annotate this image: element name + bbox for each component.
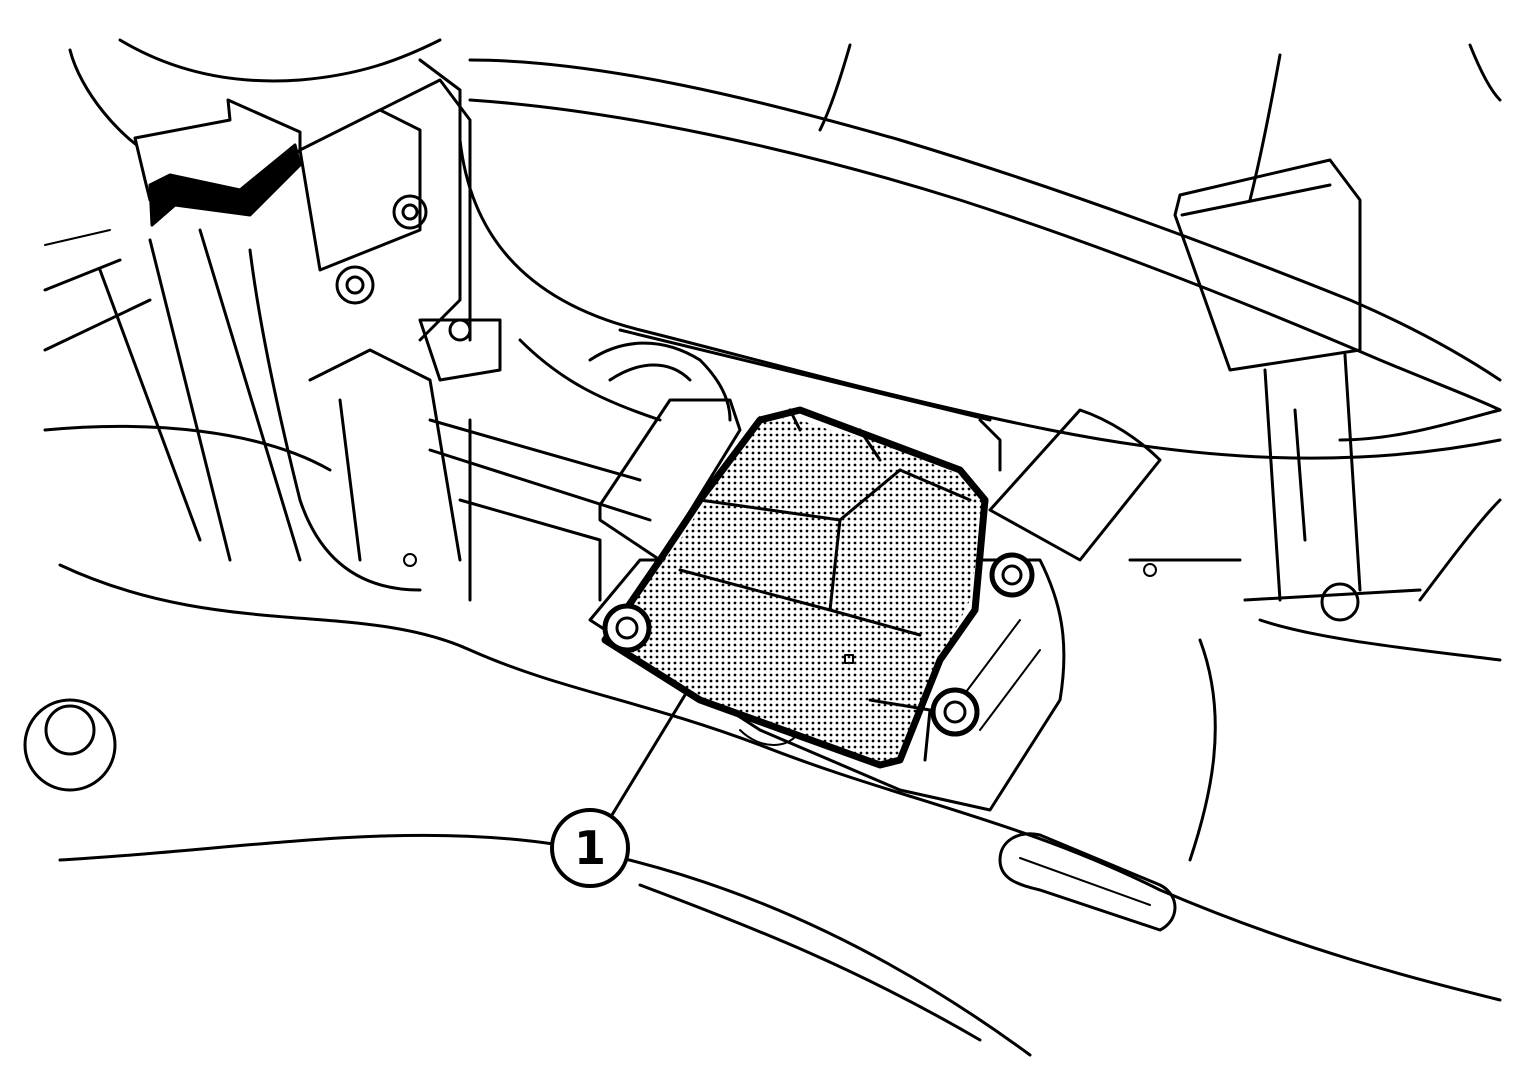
seat-outline bbox=[458, 43, 1502, 460]
console-slot bbox=[998, 832, 1177, 932]
seat-belt-buckle bbox=[1128, 158, 1422, 622]
shift-mechanism bbox=[68, 38, 652, 602]
connector bbox=[598, 398, 742, 562]
callout-label: 1 bbox=[574, 821, 606, 875]
front-arrow-icon bbox=[133, 98, 302, 227]
sensor-unit bbox=[601, 406, 989, 769]
floor-contours bbox=[43, 229, 1502, 1057]
shift-bolts bbox=[335, 194, 428, 567]
side-pad bbox=[988, 408, 1162, 562]
floor-bolt bbox=[23, 698, 117, 792]
unit-bolts bbox=[602, 552, 1035, 737]
callout-1: 1 bbox=[550, 693, 687, 888]
